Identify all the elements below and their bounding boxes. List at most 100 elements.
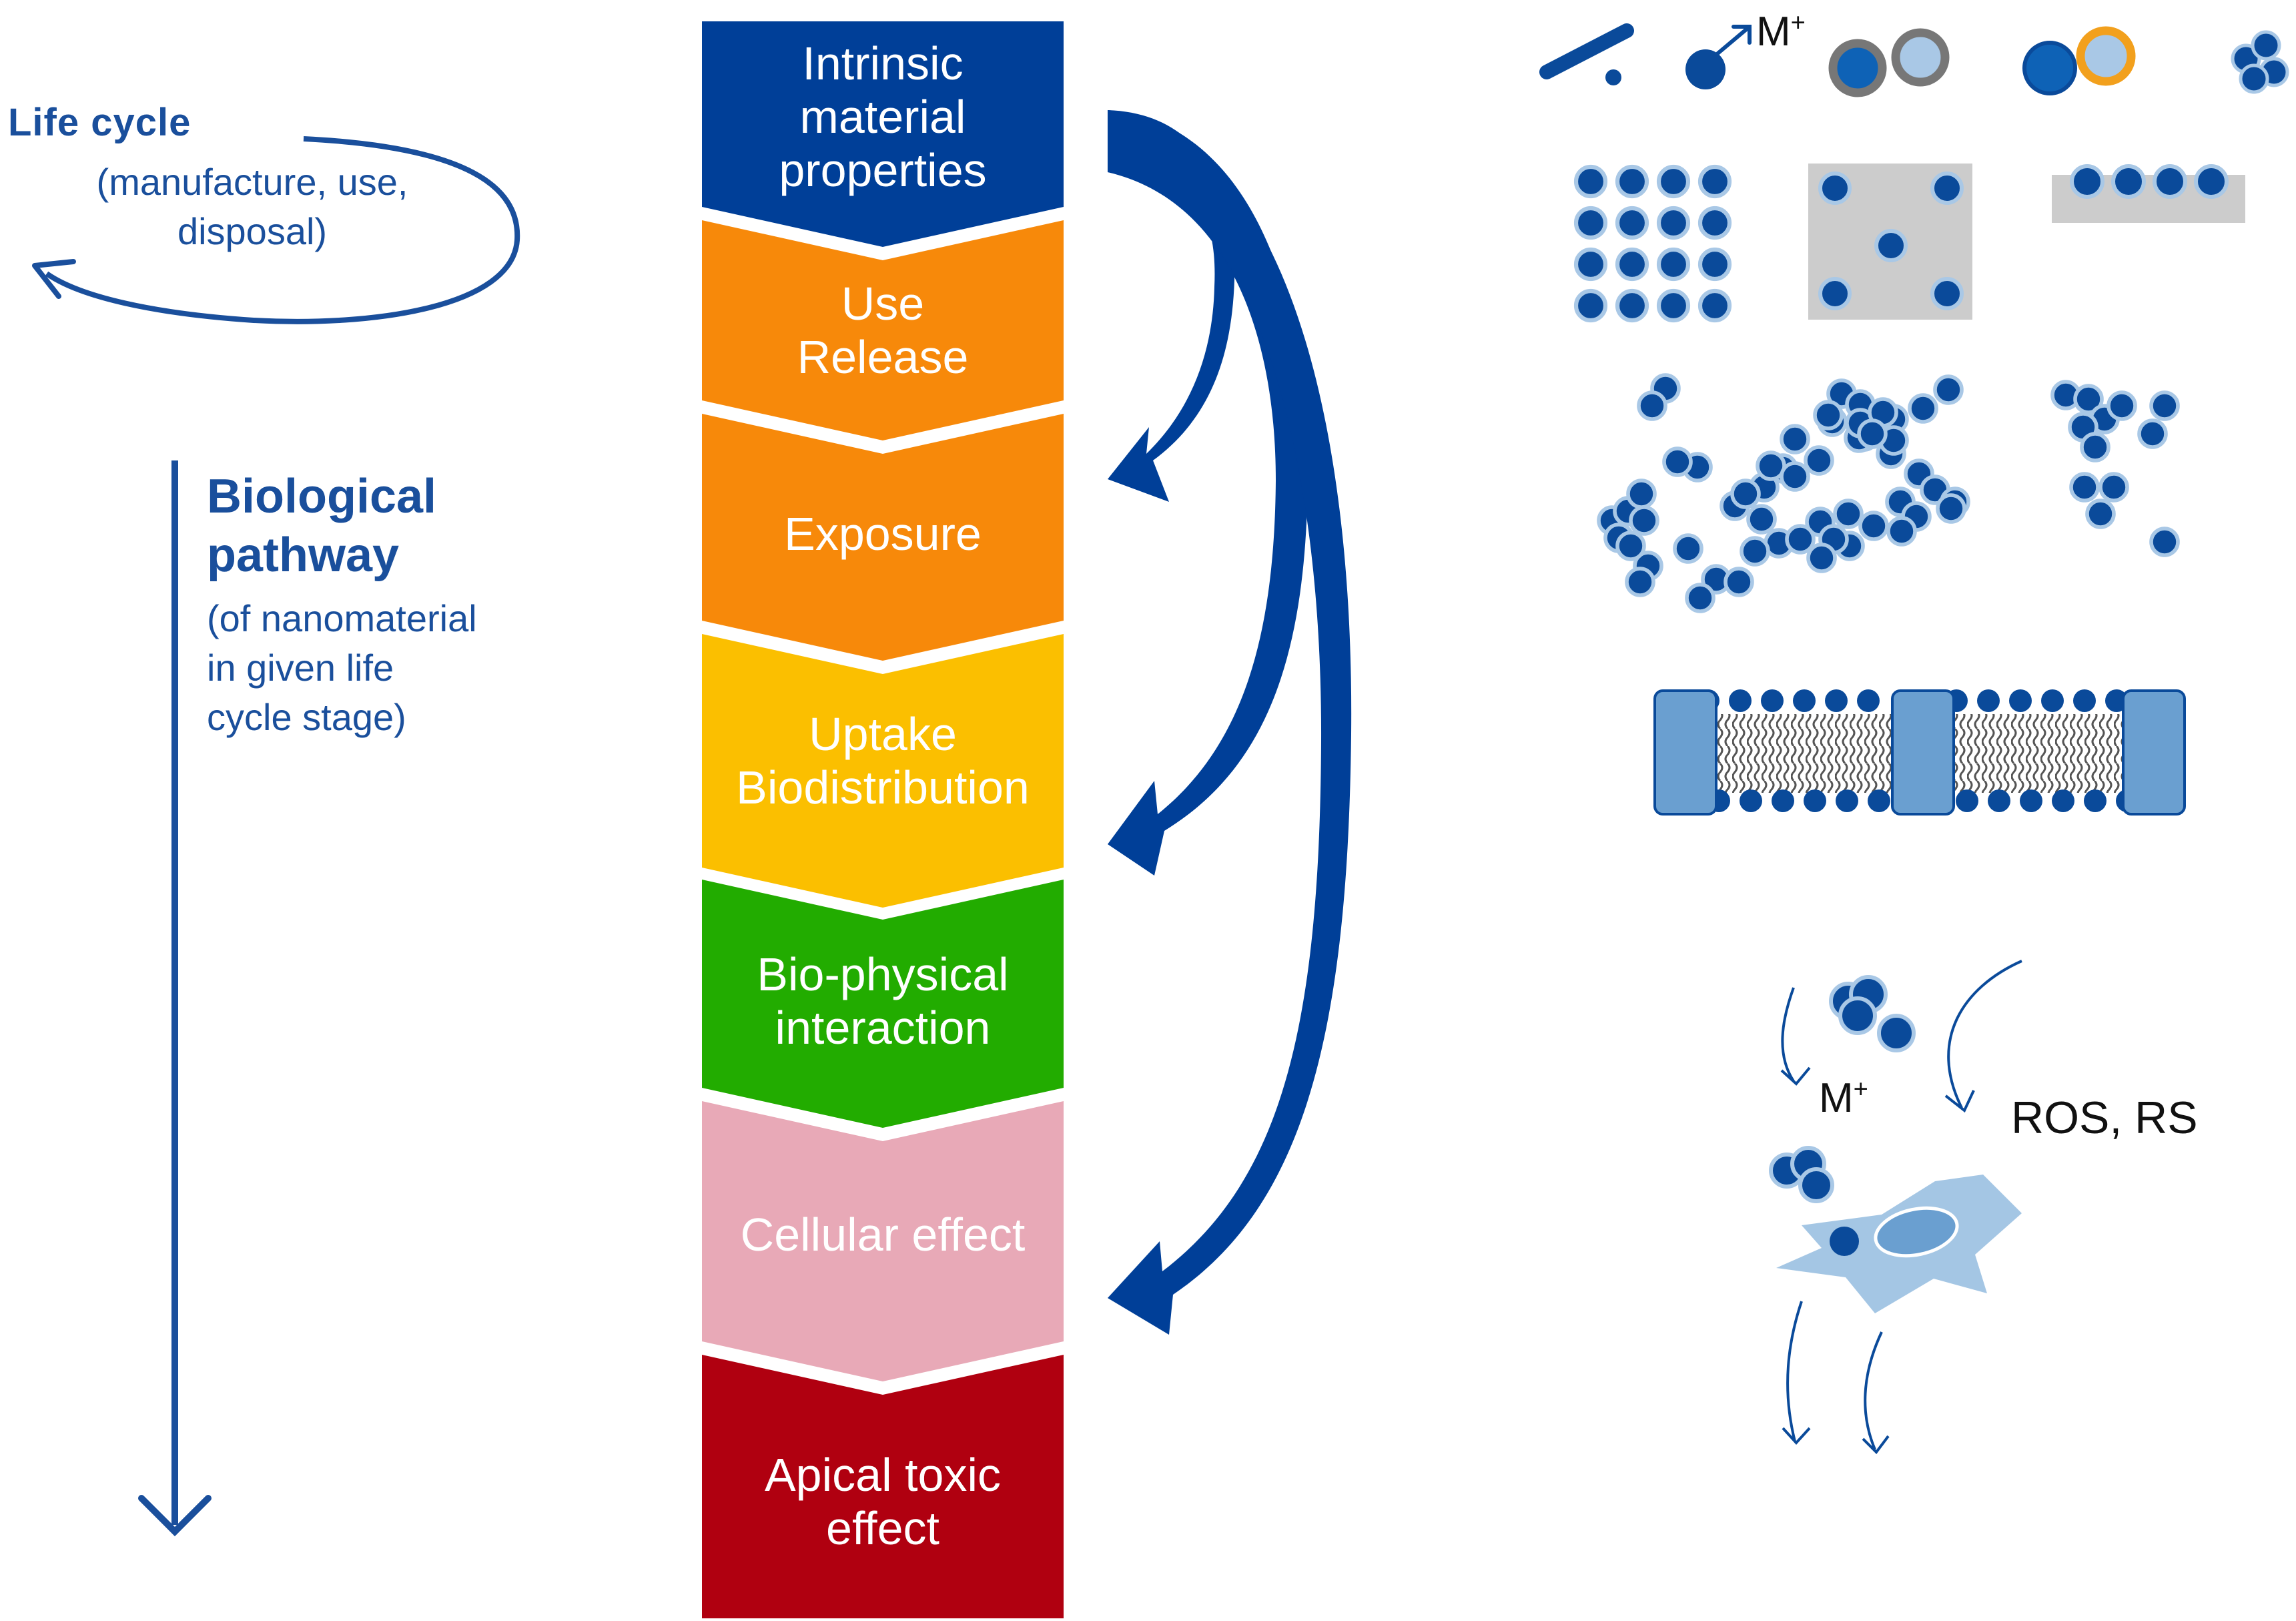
nanoparticle <box>1833 499 1864 529</box>
biological-pathway-subtitle: (of nanomaterial in given life cycle sta… <box>207 594 477 742</box>
nanoparticle <box>1615 164 1649 199</box>
stage-label-line: Biodistribution <box>736 761 1030 814</box>
nanoparticle <box>1806 543 1837 573</box>
nanoparticle <box>1637 390 1667 421</box>
nanoparticle <box>1724 567 1754 597</box>
nanoparticle <box>1936 493 1966 524</box>
nanoparticle <box>1625 567 1655 597</box>
lipid-head-bottom <box>2052 789 2074 812</box>
life-cycle-subtitle-line: (manufacture, use, <box>96 161 408 203</box>
lipid-head-top <box>2041 689 2064 712</box>
stage-chevron-0 <box>702 21 1064 247</box>
ion-release-icon <box>1685 25 1752 89</box>
nanoparticle <box>1780 461 1810 492</box>
nanoparticle <box>2069 472 2100 503</box>
stage-label-line: Intrinsic <box>802 37 964 89</box>
stage-label-line: properties <box>779 144 987 196</box>
stage-label-line: Uptake <box>809 708 957 760</box>
lipid-head-top <box>1977 689 2000 712</box>
stage-chevron-1 <box>702 220 1064 440</box>
lipid-head-bottom <box>1836 789 1858 812</box>
stage-label-line: Bio-physical <box>757 948 1009 1000</box>
biological-pathway-subtitle-line: (of nanomaterial <box>207 597 477 639</box>
nanoparticle <box>1740 536 1770 567</box>
stage-chevron-5 <box>702 1101 1064 1381</box>
metal-ion-charge: + <box>1853 1075 1868 1104</box>
metal-ion-symbol: M <box>1819 1075 1854 1121</box>
orange-shell-icon <box>2022 26 2136 95</box>
stage-label-exposure: Exposure <box>702 507 1064 561</box>
lipid-head-bottom <box>2020 789 2042 812</box>
nanoparticle <box>1656 206 1691 240</box>
stage-label-line: Exposure <box>784 508 982 560</box>
stage-label-line: Cellular effect <box>740 1209 1026 1261</box>
stage-label-uptake-biodistribution: Uptake Biodistribution <box>702 707 1064 814</box>
nanoparticle <box>1886 516 1917 547</box>
lipid-head-top <box>1793 689 1816 712</box>
stage-label-cellular-effect: Cellular effect <box>702 1208 1064 1261</box>
stage-chevrons <box>702 21 1064 1618</box>
cell-scene <box>1769 960 2022 1455</box>
nanoparticle <box>1933 374 1964 405</box>
biological-pathway-title-line: pathway <box>207 529 400 582</box>
core-shell-icon <box>1828 28 1950 97</box>
embedded-matrix-icon <box>1808 164 1972 320</box>
nanoparticle <box>1615 531 1646 561</box>
lipid-head-bottom <box>1740 789 1762 812</box>
nanoparticle <box>1662 446 1693 477</box>
lipid-head-bottom <box>1804 789 1826 812</box>
lipid-head-bottom <box>2084 789 2107 812</box>
biological-pathway-subtitle-line: cycle stage) <box>207 696 406 738</box>
nanoparticle <box>1573 288 1608 323</box>
lipid-head-top <box>1857 689 1880 712</box>
lipid-head-bottom <box>1772 789 1794 812</box>
nanoparticle <box>1857 418 1888 449</box>
nanoparticle <box>1746 504 1777 535</box>
stage-chevron-4 <box>702 880 1064 1128</box>
nanoparticle <box>1656 164 1691 199</box>
nanoparticle <box>1573 164 1608 199</box>
stage-label-line: Apical toxic <box>764 1449 1002 1501</box>
curved-arrows <box>1108 110 1352 1335</box>
biological-pathway-title-line: Biological <box>207 470 437 523</box>
metal-ion-label-cell: M+ <box>1819 1074 1868 1122</box>
biological-pathway-title: Biological pathway <box>207 467 436 585</box>
stage-label-line: interaction <box>775 1002 991 1054</box>
stage-label-line: effect <box>826 1502 939 1554</box>
nanoparticle <box>1626 478 1657 509</box>
lipid-head-bottom <box>1868 789 1890 812</box>
nanoparticle <box>1615 288 1649 323</box>
biological-pathway-subtitle-line: in given life <box>207 647 394 689</box>
stage-chevron-3 <box>702 634 1064 908</box>
nanoparticle <box>2080 432 2111 462</box>
rod-icon <box>1539 23 1634 85</box>
nanoparticle <box>1615 206 1649 240</box>
stage-label-intrinsic-properties: Intrinsic material properties <box>702 37 1064 197</box>
particle-cluster-icon <box>1597 373 2180 613</box>
lipid-membrane-icon <box>1653 689 2186 816</box>
lipid-head-top <box>1761 689 1784 712</box>
nanoparticle <box>1804 445 1834 476</box>
nanoparticle <box>1656 247 1691 282</box>
life-cycle-subtitle-line: disposal) <box>177 210 328 252</box>
nanoparticle <box>2107 390 2137 421</box>
nanoparticle <box>1697 206 1732 240</box>
life-cycle-subtitle: (manufacture, use, disposal) <box>65 157 439 256</box>
stage-label-use-release: Use Release <box>702 277 1064 384</box>
nanoparticle <box>2137 418 2168 449</box>
lipid-head-top <box>2073 689 2096 712</box>
stage-label-line: material <box>799 91 966 143</box>
nanoparticle-array-icon <box>1573 164 1732 323</box>
lipid-head-bottom <box>1956 789 1978 812</box>
pathway-down-arrow-icon <box>138 460 212 1537</box>
nanoparticle <box>1697 247 1732 282</box>
nanoparticle <box>1685 583 1715 613</box>
nanoparticle <box>2098 472 2129 503</box>
nanoparticle <box>1785 524 1816 555</box>
nanoparticle <box>1656 288 1691 323</box>
agglomerate-icon <box>2231 30 2289 94</box>
stage-label-apical-toxic-effect: Apical toxic effect <box>702 1448 1064 1555</box>
nanoparticle <box>2085 499 2116 529</box>
